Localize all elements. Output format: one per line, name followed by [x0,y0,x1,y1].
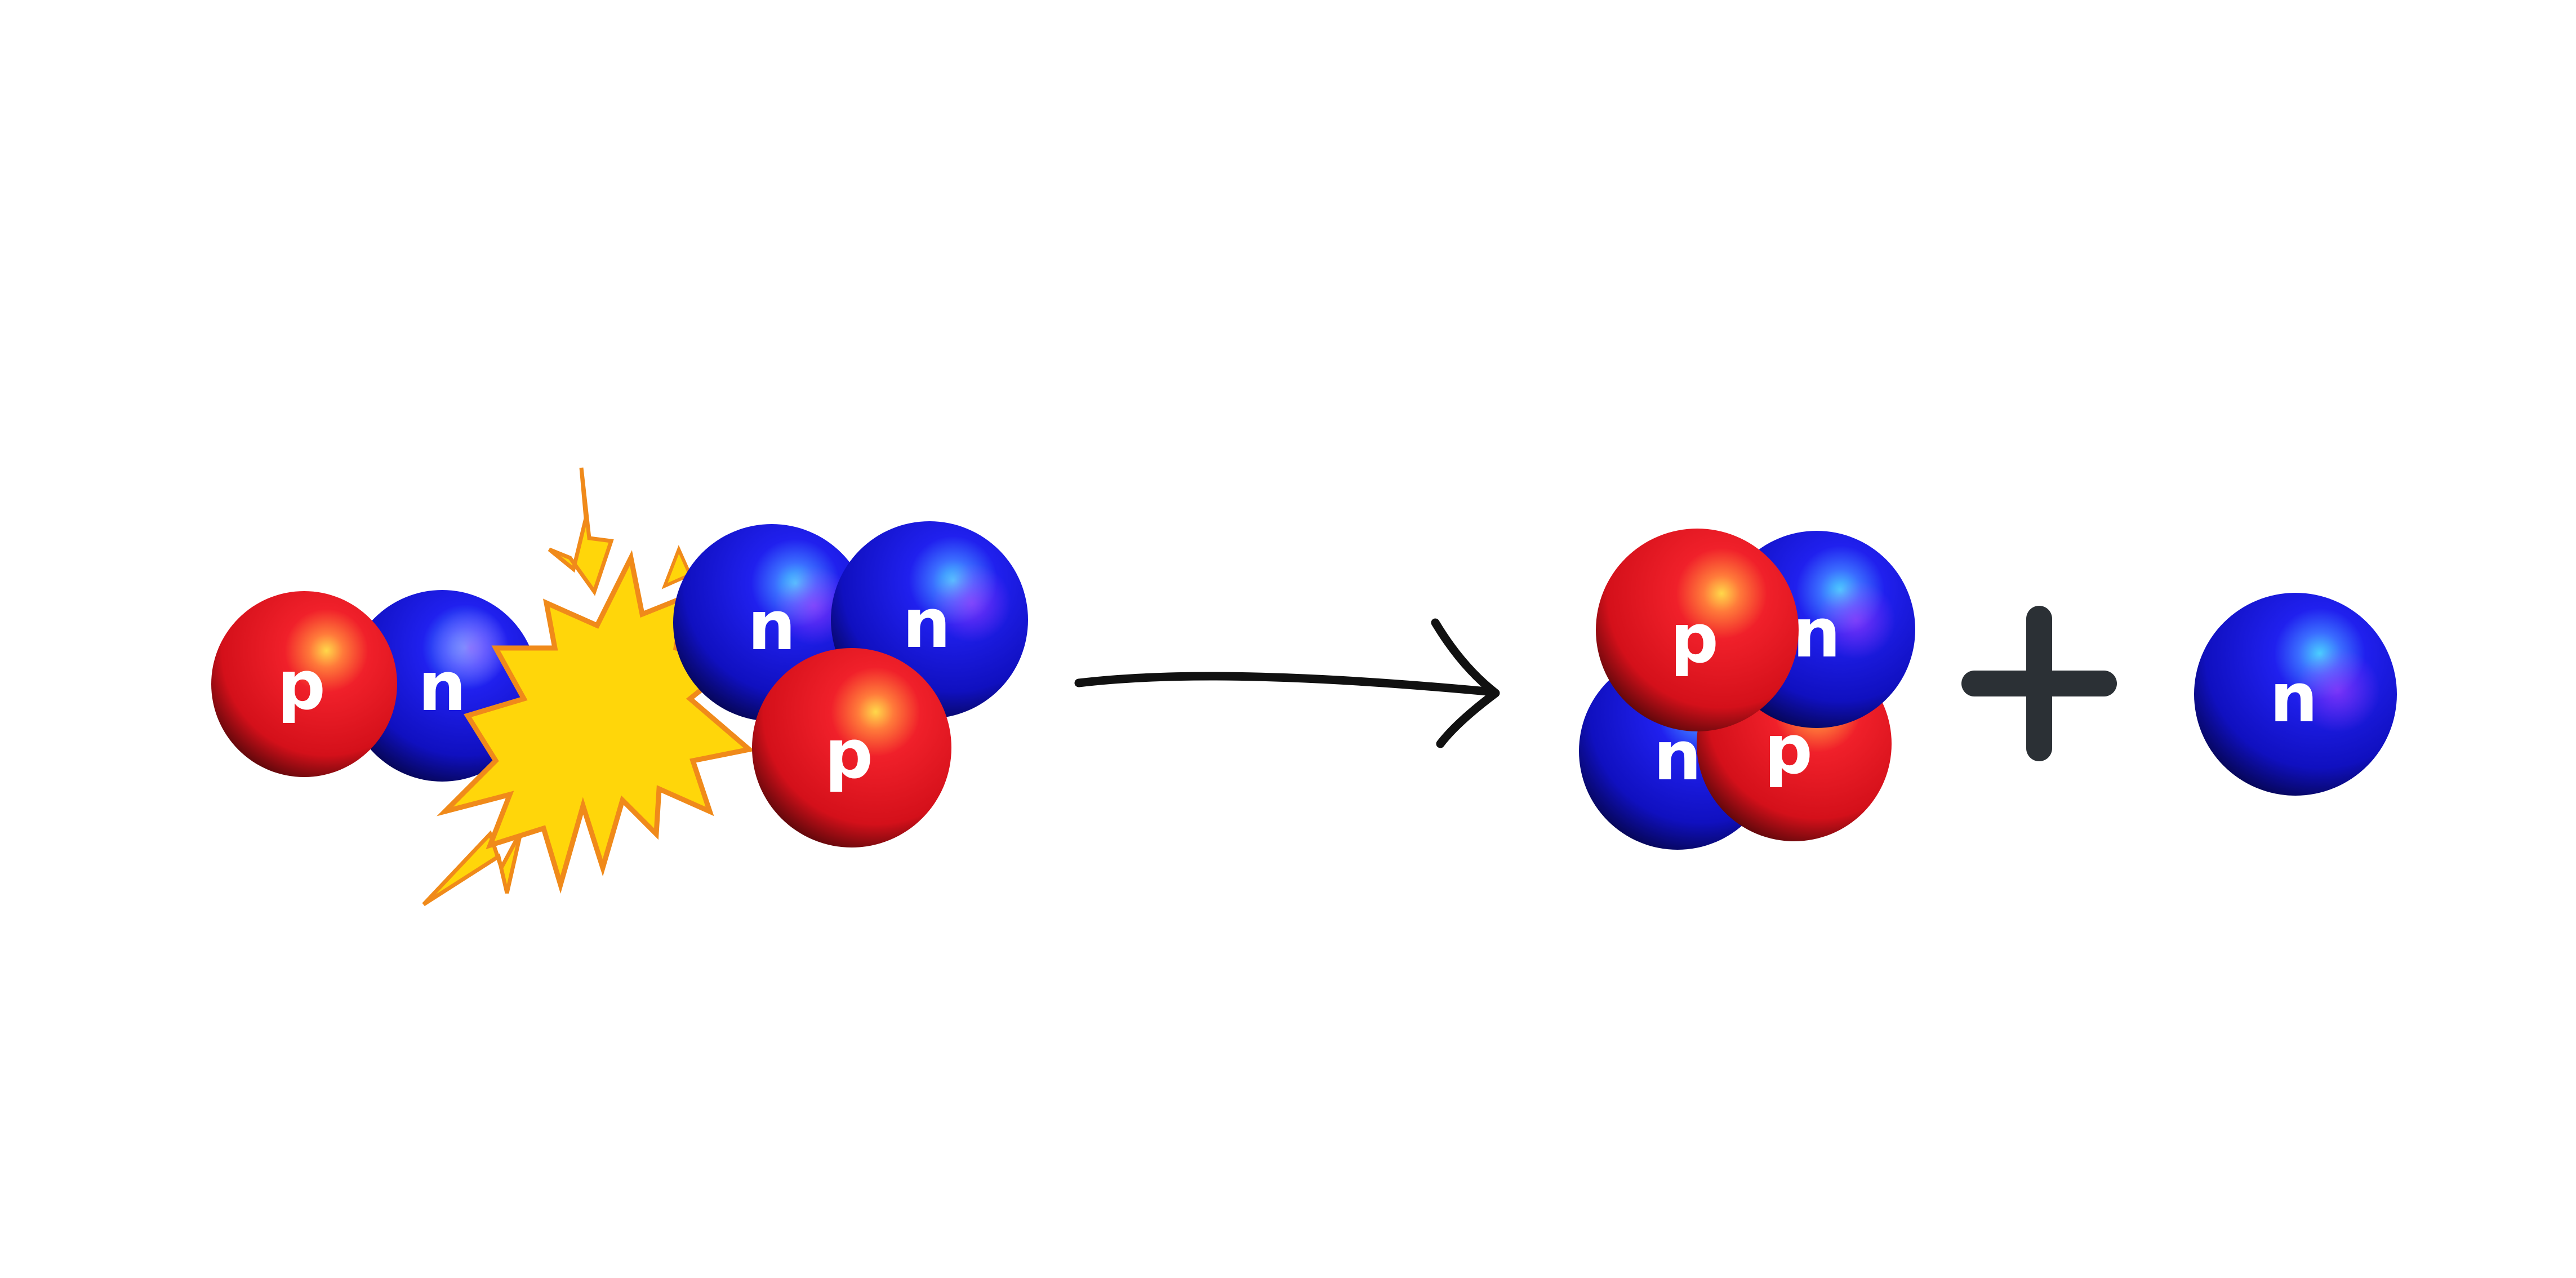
proton-label: p [277,647,326,725]
right-arrow-icon [1074,618,1500,748]
reactants: n p n n [211,467,1028,906]
neutron-label: n [2270,659,2317,738]
neutron-label: n [1792,594,1840,673]
free-neutron: n [2194,593,2397,796]
proton-particle: p [1596,529,1799,731]
plus-icon [1961,606,2117,761]
triton: n n p [673,521,1028,847]
proton-particle: p [752,648,951,847]
neutron-label: n [748,587,795,665]
products: n p n p n [1579,529,2397,850]
helium-nucleus: n p n p [1579,529,1915,850]
neutron-particle: n [2194,593,2397,796]
proton-label: p [1670,600,1719,678]
deuteron: n p [211,590,538,782]
proton-label: p [825,716,873,794]
neutron-label: n [418,648,466,726]
neutron-label: n [902,585,950,663]
proton-particle: p [211,591,397,777]
